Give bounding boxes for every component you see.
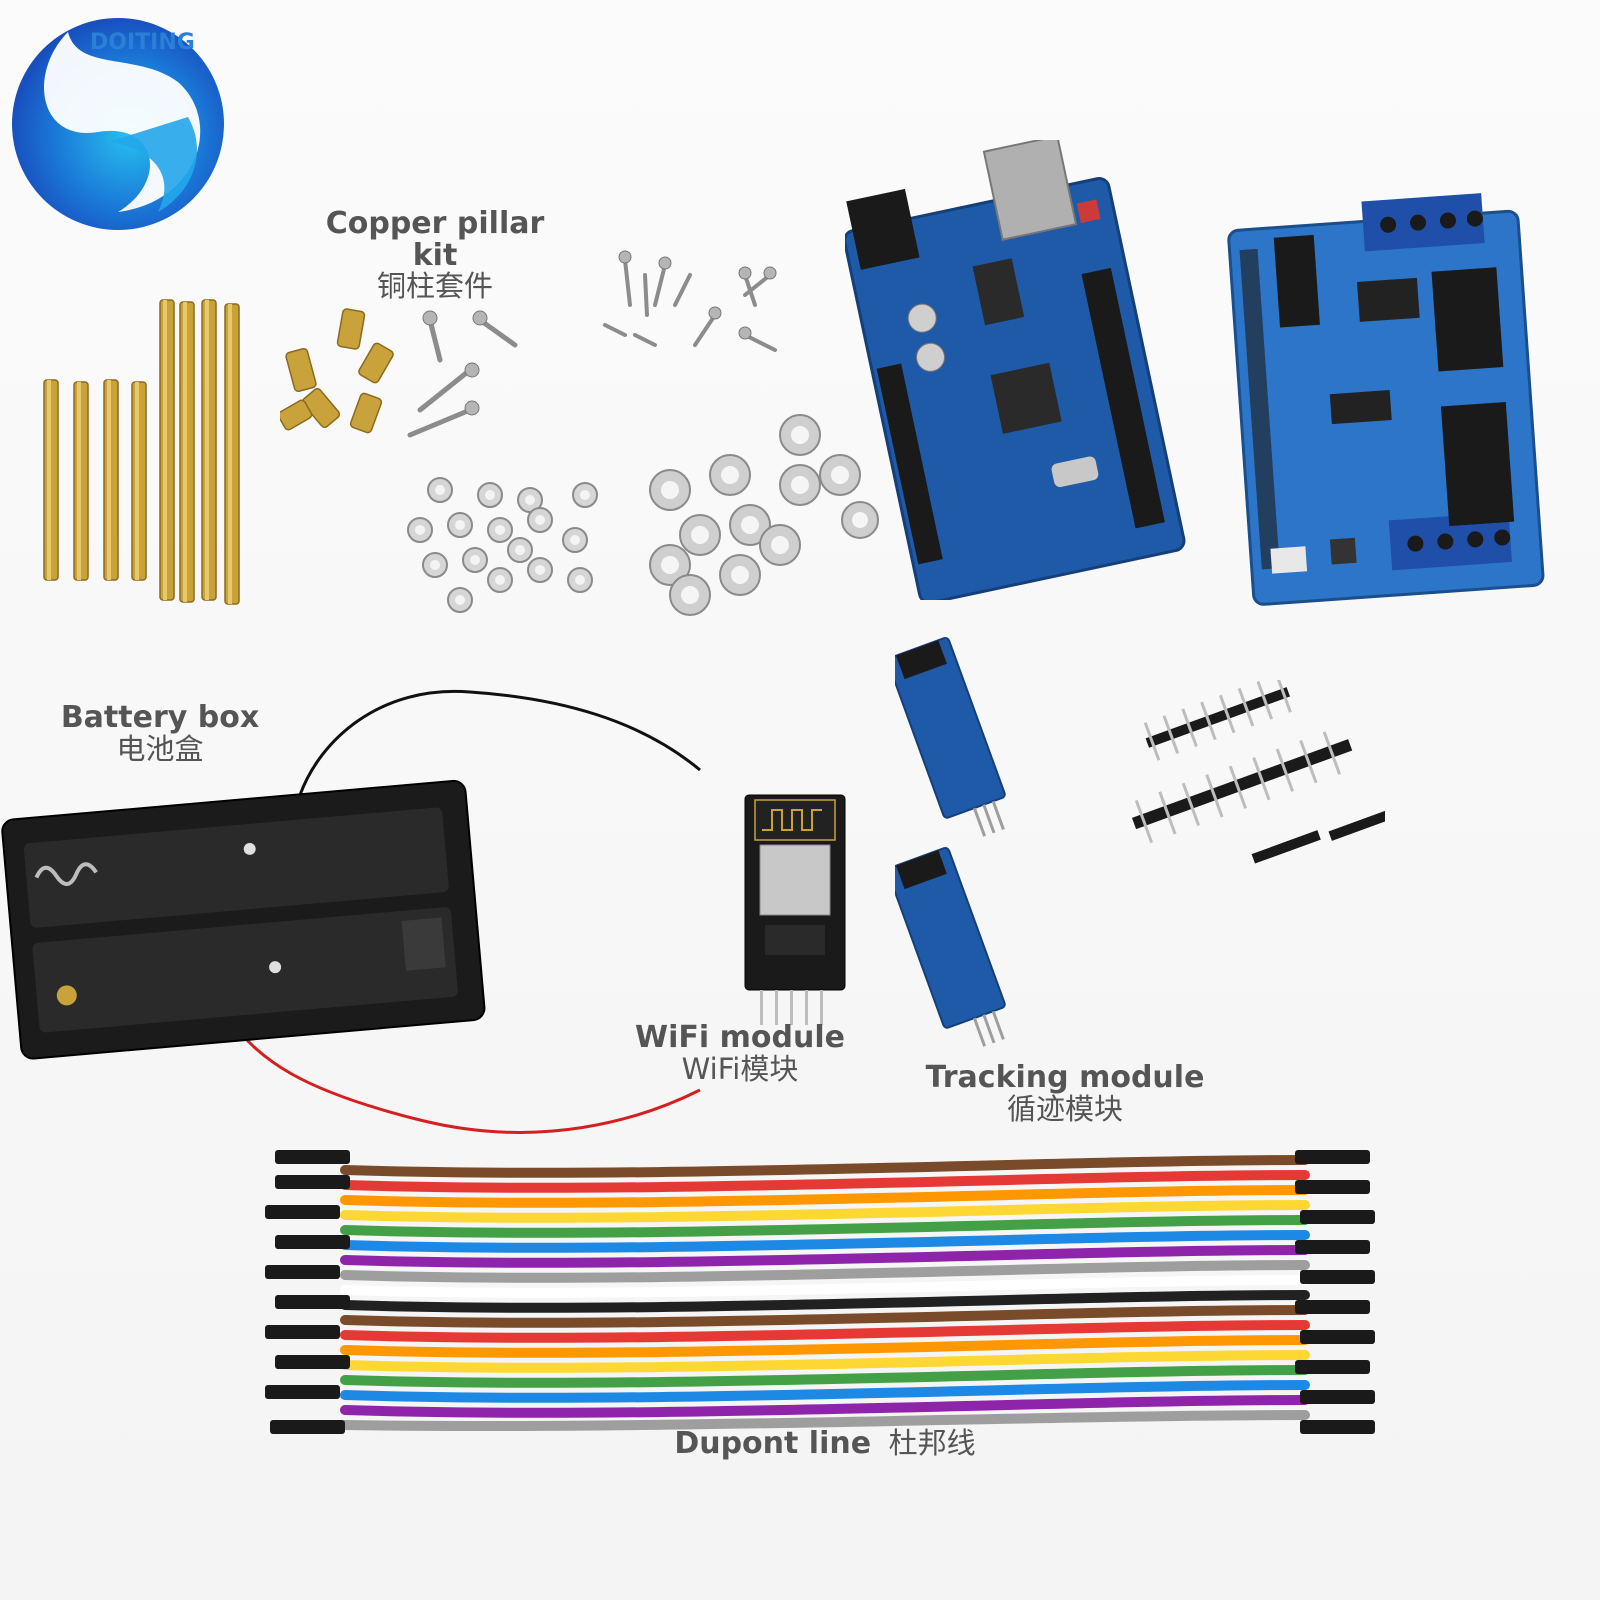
washers <box>649 414 879 616</box>
motor-shield-board <box>1227 193 1545 606</box>
tracking-module-label-en: Tracking module <box>925 1060 1205 1095</box>
copper-pillar-label: Copper pillar kit 铜柱套件 <box>300 206 570 303</box>
brass-spacers <box>280 308 394 434</box>
wifi-module-label-zh: WiFi模块 <box>681 1051 799 1086</box>
arduino-board <box>845 140 1186 600</box>
dupont-line-label-zh: 杜邦线 <box>888 1426 976 1460</box>
wifi-module-label: WiFi module WiFi模块 <box>630 1022 850 1084</box>
battery-box <box>1 689 701 1134</box>
dupont-line-label-en: Dupont line <box>674 1426 872 1461</box>
screws-cluster-2 <box>603 250 777 352</box>
copper-pillar-label-en: Copper pillar kit <box>325 206 545 273</box>
tracking-module-label-zh: 循迹模块 <box>1006 1091 1123 1126</box>
dupont-ribbon-cable <box>265 1150 1375 1434</box>
wifi-module-label-en: WiFi module <box>635 1020 845 1055</box>
brass-standoffs <box>43 299 240 605</box>
dupont-line-label: Dupont line 杜邦线 <box>660 1428 990 1460</box>
battery-box-label-zh: 电池盒 <box>116 731 204 766</box>
pin-headers <box>1131 680 1385 864</box>
logo-text: DOITING <box>90 30 195 55</box>
hex-nuts <box>407 477 598 613</box>
copper-pillar-label-zh: 铜柱套件 <box>376 269 493 303</box>
battery-box-label: Battery box 电池盒 <box>55 702 265 764</box>
doiting-logo <box>12 18 224 230</box>
battery-box-label-en: Battery box <box>60 700 260 735</box>
screws-cluster-1 <box>407 310 518 438</box>
tracking-module-label: Tracking module 循迹模块 <box>920 1062 1210 1124</box>
wifi-module <box>744 794 846 1025</box>
tracking-modules <box>895 637 1006 1047</box>
